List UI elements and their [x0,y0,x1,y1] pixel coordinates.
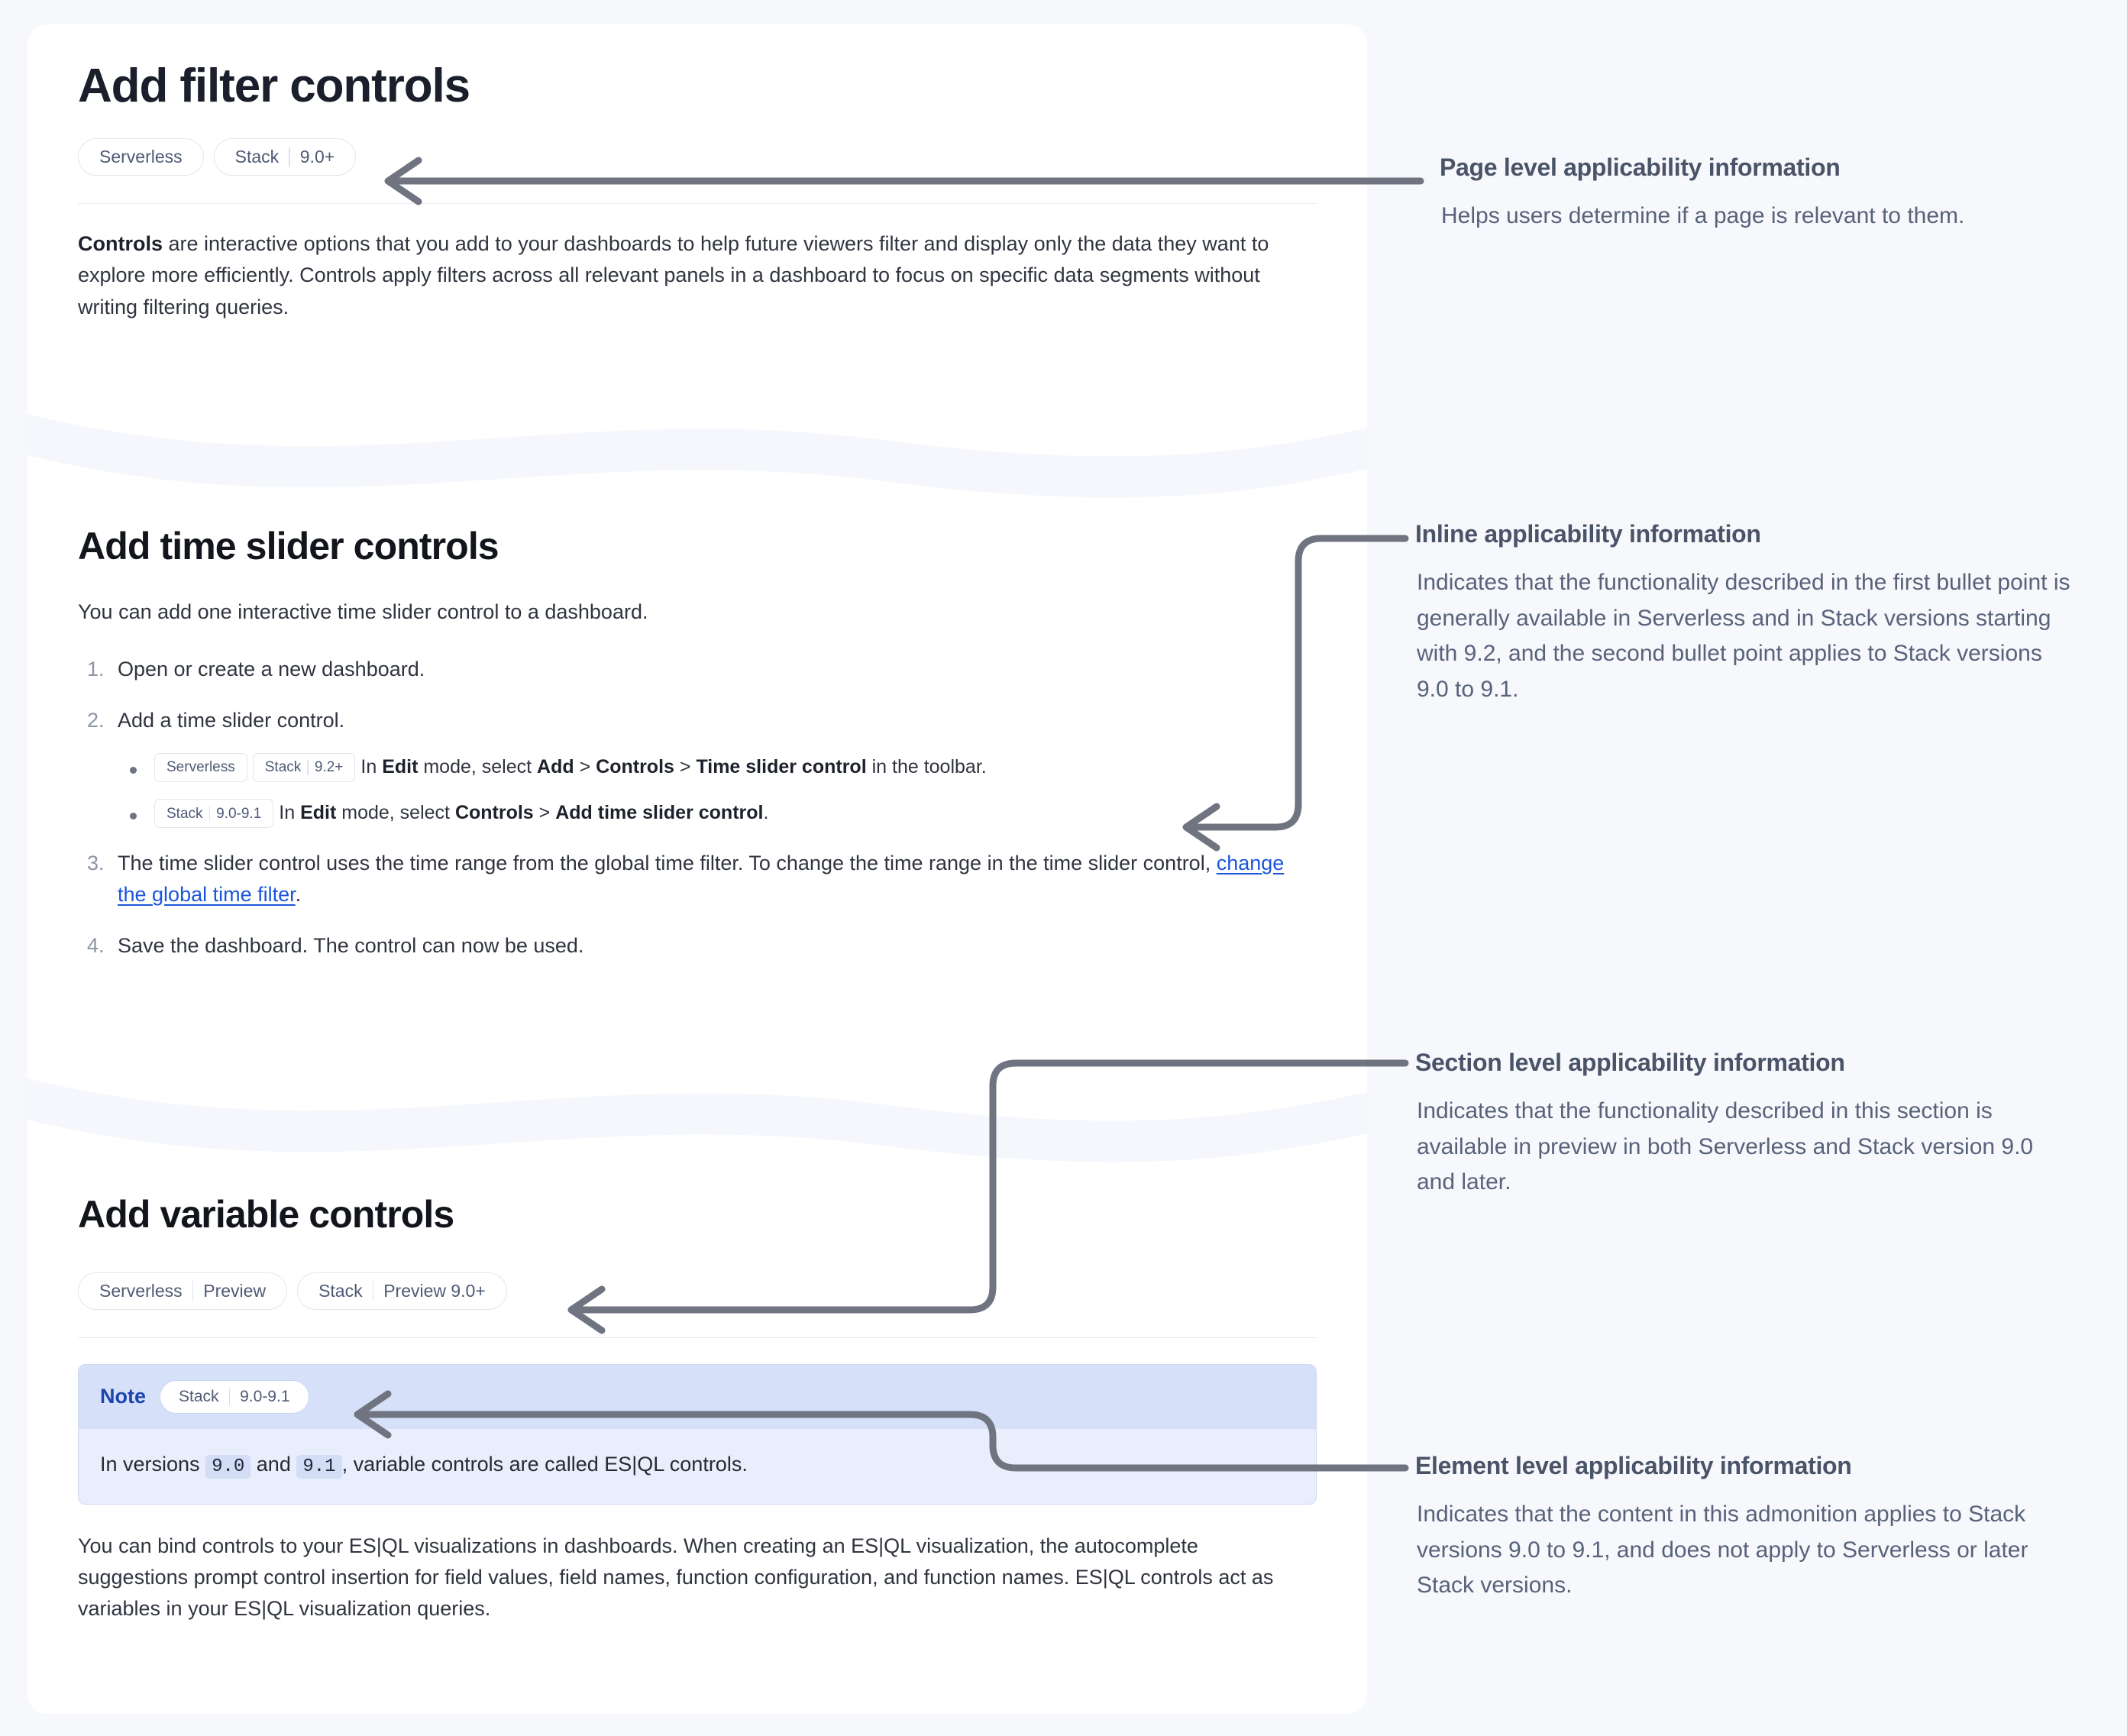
code-version-90: 9.0 [205,1454,251,1479]
text-run-bold: Edit [382,755,419,777]
annotation-page-level: Page level applicability information Hel… [1440,153,2096,234]
intro-rest: are interactive options that you add to … [78,232,1269,318]
annotation-title: Section level applicability information [1415,1049,1845,1076]
text-run-bold: Time slider control [696,755,867,777]
annotation-title: Page level applicability information [1440,154,1841,181]
bullet-item: Serverless Stack 9.2+ In Edit mode, sele… [118,752,1317,782]
step-item: The time slider control uses the time ra… [78,848,1317,910]
text-run-bold: Add [537,755,574,777]
badge-segment-version: 9.0+ [299,147,335,167]
badge-segment-version: 9.2+ [314,759,344,776]
section-title-time-slider: Add time slider controls [78,525,499,567]
time-slider-bullets: Serverless Stack 9.2+ In Edit mode, sele… [118,752,1317,829]
step-text-pre: The time slider control uses the time ra… [118,852,1217,875]
step-text-post: . [295,883,302,907]
badge-segment-label: Stack [318,1280,363,1301]
header-rule [78,203,1317,205]
badge-stack-preview[interactable]: Stack Preview 9.0+ [297,1272,507,1310]
badge-segment-label: Stack [166,805,203,822]
time-slider-steps: Open or create a new dashboard. Add a ti… [78,654,1317,962]
note-badge-stack[interactable]: Stack 9.0-9.1 [160,1379,309,1414]
annotation-body: Indicates that the functionality describ… [1417,1098,2034,1195]
badge-segment-label: Serverless [99,1280,183,1301]
section-title-variable-controls: Add variable controls [78,1193,454,1236]
badge-segment-label: Serverless [99,147,183,167]
badge-stack-version[interactable]: Stack 9.0+ [213,138,357,176]
time-slider-intro: You can add one interactive time slider … [78,600,648,623]
step-text: Save the dashboard. The control can now … [118,934,584,958]
note-text-post: , variable controls are called ES|QL con… [341,1452,748,1476]
variable-controls-paragraph: You can bind controls to your ES|QL visu… [78,1534,1274,1620]
text-run: mode, select [418,755,538,777]
inline-badge-stack[interactable]: Stack 9.0-9.1 [154,799,274,829]
text-run: > [574,755,596,777]
page-title: Add filter controls [78,60,470,112]
note-admonition: Note Stack 9.0-9.1 In versions 9.0 and 9… [78,1363,1317,1505]
wave-divider-2 [27,1071,1367,1162]
badge-segment-label: Stack [179,1388,219,1405]
text-run: > [533,801,556,823]
annotation-section-level: Section level applicability information … [1415,1048,2072,1201]
badge-segment-label: Stack [264,759,302,776]
annotation-body: Indicates that the functionality describ… [1417,570,2070,702]
time-slider-section: Add time slider controls You can add one… [27,525,1367,981]
bullet-text: In Edit mode, select Controls > Add time… [279,802,768,823]
badge-segment-version: 9.0-9.1 [216,805,262,822]
variable-controls-section: Add variable controls Serverless Preview… [27,1193,1367,1624]
annotation-body: Indicates that the content in this admon… [1417,1502,2028,1599]
text-run: In [360,755,383,777]
wave-divider-1 [27,406,1367,498]
text-run-bold: Add time slider control [555,801,764,823]
badge-serverless[interactable]: Serverless [78,138,204,176]
code-version-91: 9.1 [296,1454,342,1479]
note-label: Note [100,1385,146,1408]
badge-segment-lifecycle: Preview [203,1280,267,1301]
intro-lead: Controls [78,232,163,256]
note-text-pre: In versions [100,1452,206,1476]
note-admonition-header: Note Stack 9.0-9.1 [79,1364,1316,1429]
inline-badge-serverless[interactable]: Serverless [154,752,247,782]
step-text: Add a time slider control. [118,708,345,732]
global-time-filter-link[interactable]: change the global time filter [118,852,1285,907]
text-run-bold: Edit [300,801,337,823]
bullet-text: In Edit mode, select Add > Controls > Ti… [360,756,986,777]
text-run-bold: Controls [596,755,674,777]
note-text-mid: and [251,1452,297,1476]
intro-paragraph: Controls are interactive options that yo… [78,228,1308,322]
documentation-card: Add filter controls Serverless Stack 9.0… [27,24,1367,1714]
note-admonition-body: In versions 9.0 and 9.1, variable contro… [79,1429,1316,1504]
text-run: > [674,755,697,777]
text-run: in the toolbar. [866,755,987,777]
badge-serverless-preview[interactable]: Serverless Preview [78,1272,288,1310]
badge-segment-version: 9.0-9.1 [240,1388,290,1405]
badge-divider [289,147,290,167]
step-item: Add a time slider control. Serverless St… [78,705,1317,829]
annotation-title: Inline applicability information [1415,520,1761,548]
page-applicability-badges: Serverless Stack 9.0+ [78,138,1317,176]
step-item: Save the dashboard. The control can now … [78,930,1317,962]
page-header-section: Add filter controls Serverless Stack 9.0… [27,60,1367,323]
section-applicability-badges: Serverless Preview Stack Preview 9.0+ [78,1272,1317,1310]
annotation-element-level: Element level applicability information … [1415,1451,2072,1604]
step-text: Open or create a new dashboard. [118,657,425,680]
badge-divider [192,1281,194,1301]
badge-divider [307,759,309,775]
badge-segment-label: Stack [234,147,280,167]
annotation-title: Element level applicability information [1415,1452,1852,1479]
section-rule [78,1337,1317,1338]
badge-divider [372,1281,374,1301]
text-run-bold: Controls [454,801,534,823]
badge-segment-label: Serverless [166,759,235,776]
annotation-inline: Inline applicability information Indicat… [1415,519,2072,707]
badge-divider [228,1388,231,1405]
bullet-item: Stack 9.0-9.1 In Edit mode, select Contr… [118,799,1317,829]
badge-segment-lifecycle-version: Preview 9.0+ [383,1280,486,1301]
inline-badge-stack[interactable]: Stack 9.2+ [252,752,356,782]
text-run: In [279,801,301,823]
annotation-body: Helps users determine if a page is relev… [1441,203,1965,229]
step-item: Open or create a new dashboard. [78,654,1317,685]
badge-divider [208,806,211,822]
text-run: mode, select [336,801,455,823]
text-run: . [763,801,769,823]
